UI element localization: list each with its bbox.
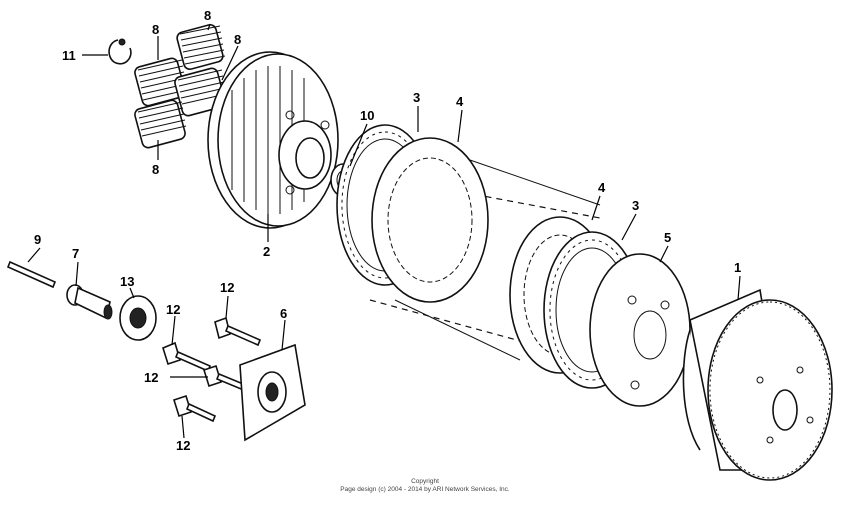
- spring-bottom: [134, 99, 187, 149]
- part-9-pushrod: [6, 260, 57, 289]
- callout-3-front: 3: [413, 90, 420, 105]
- callout-3-rear: 3: [632, 198, 639, 213]
- bolt-d: [173, 394, 217, 423]
- bolt-a: [214, 316, 262, 347]
- leader-lines: [27, 23, 741, 439]
- callout-4-rear: 4: [598, 180, 606, 195]
- callout-8-right: 8: [234, 32, 241, 47]
- copyright-line-1: Copyright: [411, 478, 439, 485]
- part-7-lifter: [66, 284, 113, 320]
- callout-12-middle: 12: [144, 370, 158, 385]
- part-11-circlip: [108, 38, 132, 65]
- callout-4-front: 4: [456, 94, 464, 109]
- part-4-clutch-plate-front: [371, 137, 489, 303]
- part-6-lifter-plate: [239, 343, 306, 442]
- callout-12-bottom: 12: [176, 438, 190, 453]
- callout-9: 9: [34, 232, 41, 247]
- callout-5: 5: [664, 230, 671, 245]
- callout-6: 6: [280, 306, 287, 321]
- callout-13: 13: [120, 274, 134, 289]
- part-2-clutch-center: [207, 51, 339, 229]
- callout-11: 11: [62, 48, 76, 63]
- callout-8-top: 8: [204, 8, 211, 23]
- callout-labels: 11 8 8 8 8 2 10 3 4 4 3 5 1 9 7 13 12 12…: [34, 8, 741, 453]
- spring-top: [176, 24, 226, 70]
- copyright-footer: Copyright Page design (c) 2004 - 2014 by…: [0, 478, 850, 494]
- callout-12-top: 12: [220, 280, 234, 295]
- bolt-b: [162, 341, 212, 373]
- callout-7: 7: [72, 246, 79, 261]
- part-5-pressure-plate: [589, 253, 691, 407]
- assembly-axis-lines: [344, 159, 601, 361]
- copyright-line-2: Page design (c) 2004 - 2014 by ARI Netwo…: [340, 486, 510, 493]
- callout-8-bottom: 8: [152, 162, 159, 177]
- part-1-clutch-outer: [682, 288, 833, 481]
- callout-2: 2: [263, 244, 270, 259]
- callout-12-upper: 12: [166, 302, 180, 317]
- callout-1: 1: [734, 260, 741, 275]
- callout-8-left: 8: [152, 22, 159, 37]
- part-13-bearing: [119, 295, 157, 341]
- callout-10: 10: [360, 108, 374, 123]
